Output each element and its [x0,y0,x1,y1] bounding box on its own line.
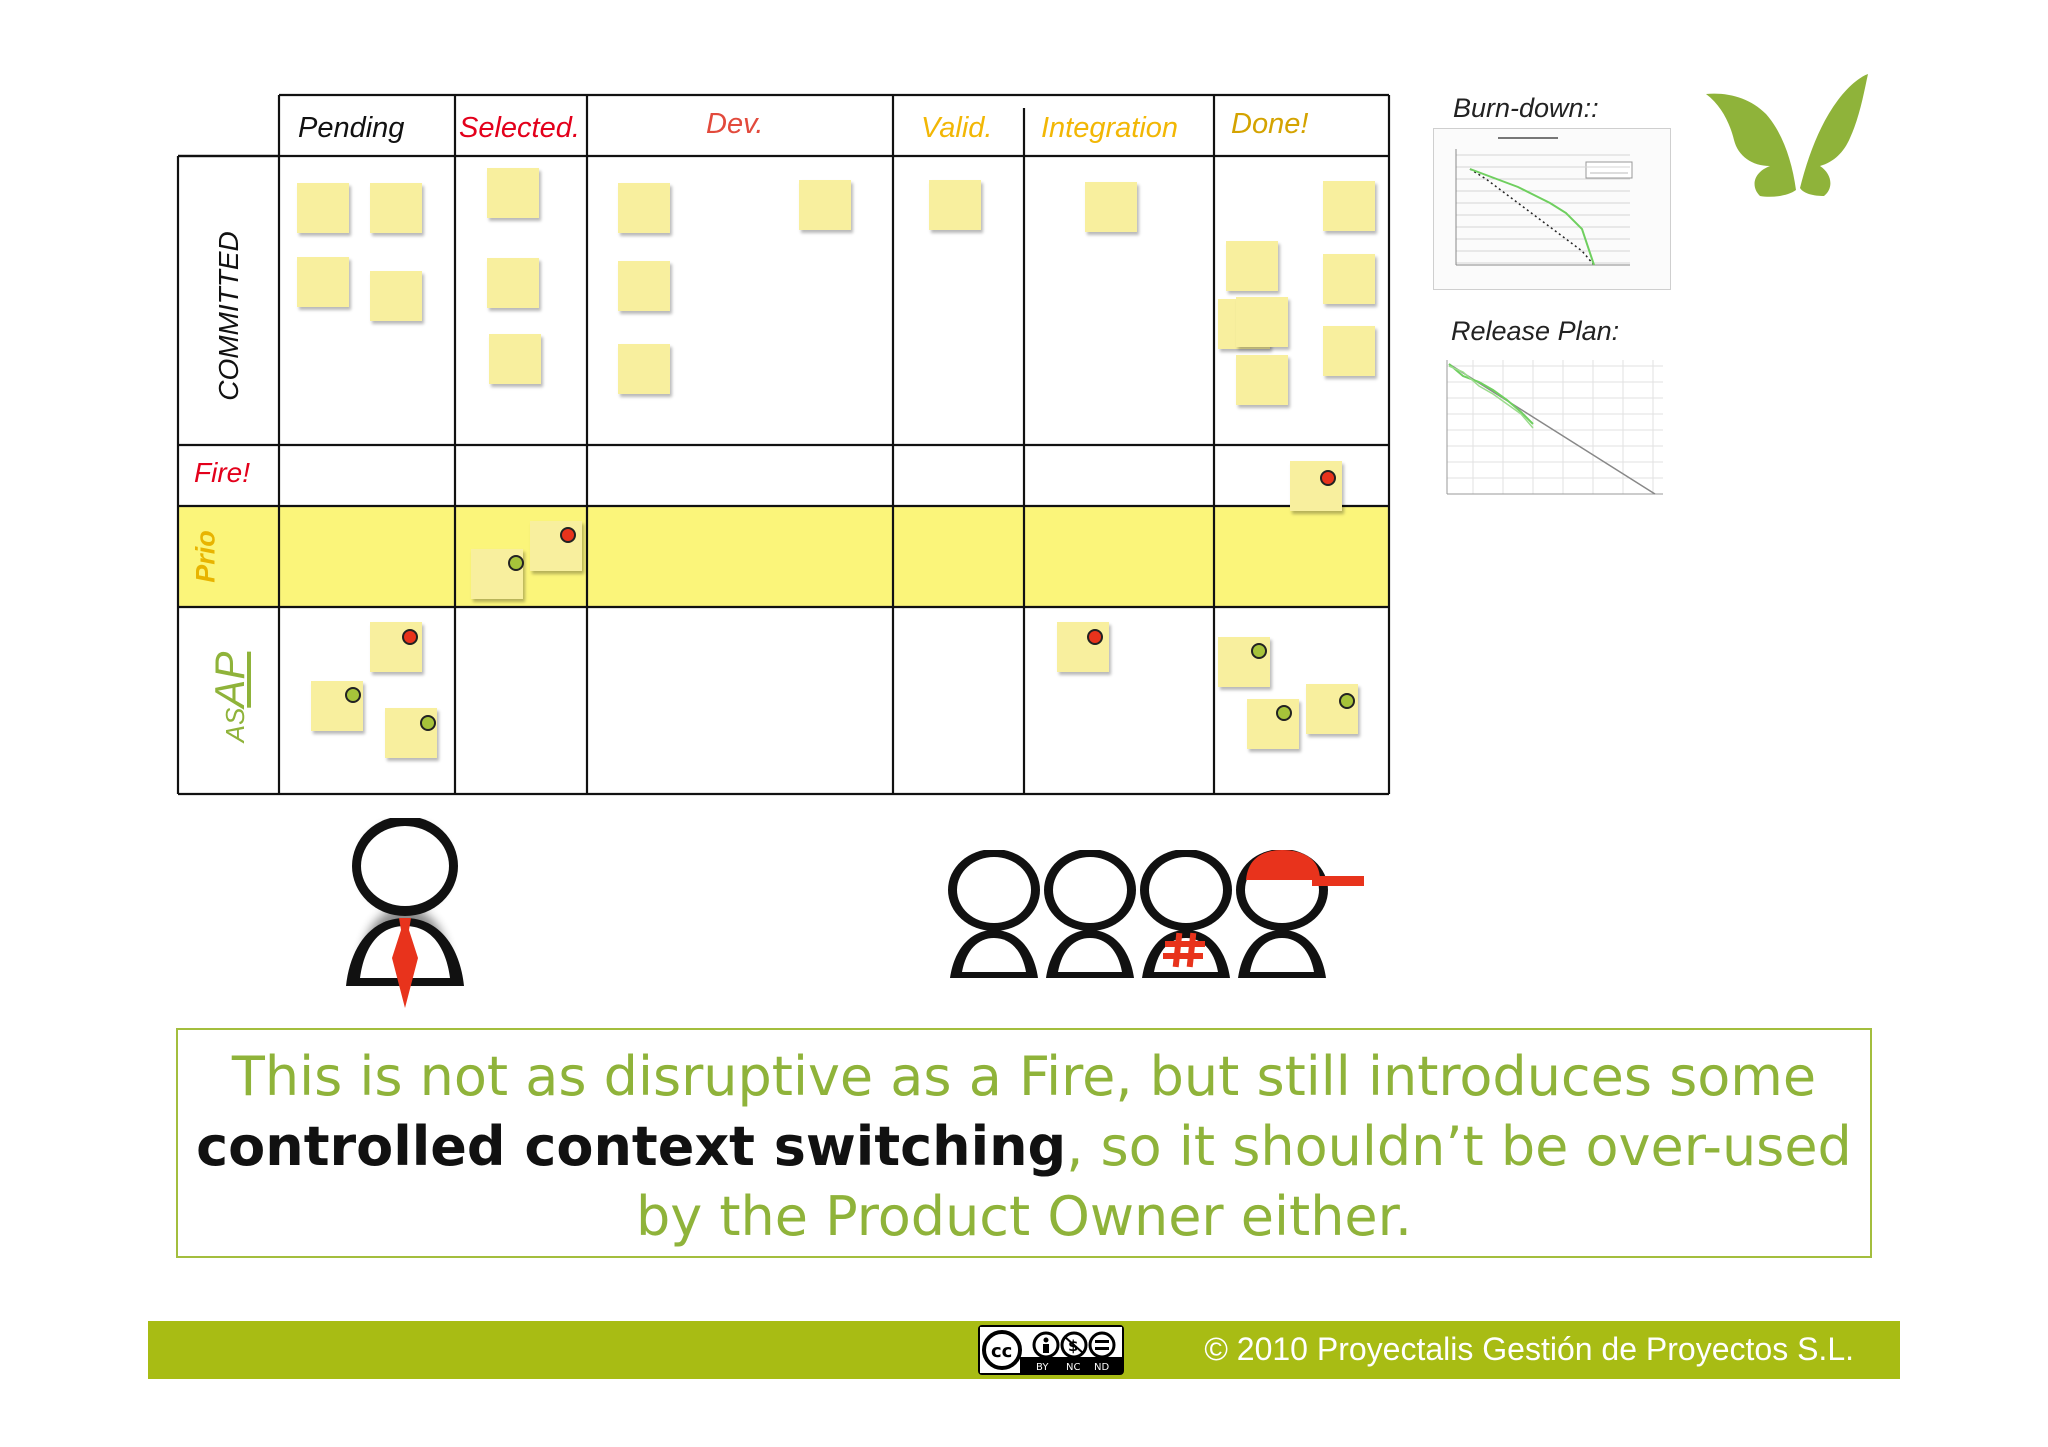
sticky-note[interactable] [370,622,422,672]
cc-license-icon: cc $ BY NC ND [980,1327,1122,1373]
prio-row-highlight [178,506,1388,606]
sticky-note[interactable] [370,271,422,321]
row-label-asap: ASAP [206,637,254,757]
release-plan-chart-thumbnail[interactable] [1433,356,1667,508]
burndown-chart-graphic [1434,129,1670,289]
cc-text: cc [991,1341,1012,1362]
green-dot-icon [345,687,361,703]
sticky-note[interactable] [1323,254,1375,304]
caption-line-2-rest: , so it shouldn’t be over-used [1066,1115,1852,1178]
asap-small-label: AS [220,707,250,743]
row-label-fire: Fire! [194,457,250,488]
sticky-note[interactable] [530,521,582,571]
sticky-note[interactable] [487,168,539,218]
caption-box: This is not as disruptive as a Fire, but… [176,1028,1872,1258]
footer-bar: cc $ BY NC ND © 2010 Proyectalis Gestión… [148,1321,1900,1379]
team-member-figure [948,850,1040,978]
sticky-note[interactable] [1323,181,1375,231]
cc-nd-text: ND [1094,1362,1109,1373]
cc-by-text: BY [1036,1362,1049,1373]
row-label-prio: Prio [190,530,221,583]
butterfly-logo [1706,74,1868,197]
green-dot-icon [1276,705,1292,721]
sticky-note[interactable] [618,261,670,311]
product-owner-figure [346,818,464,1008]
sticky-note[interactable] [1236,355,1288,405]
sticky-note[interactable] [1306,684,1358,734]
burndown-chart-thumbnail[interactable] [1433,128,1671,290]
sticky-note[interactable] [297,183,349,233]
sticky-note[interactable] [1085,182,1137,232]
sticky-note[interactable] [370,183,422,233]
asap-big-label: AP [206,651,253,708]
sticky-note[interactable] [618,344,670,394]
column-header-integration: Integration [1041,112,1179,144]
release-plan-chart-graphic [1446,360,1663,495]
copyright-text: © 2010 Proyectalis Gestión de Proyectos … [1204,1331,1854,1367]
sticky-note[interactable] [311,681,363,731]
green-dot-icon [420,715,436,731]
sticky-note[interactable] [385,708,437,758]
cc-nc-text: NC [1066,1362,1080,1373]
team-figures [948,850,1364,978]
sticky-note[interactable] [1057,622,1109,672]
burndown-title: Burn-down:: [1453,93,1599,123]
sticky-note[interactable] [1247,699,1299,749]
release-plan-title: Release Plan: [1451,316,1620,346]
column-header-done: Done! [1231,108,1309,140]
team-member-figure [1044,850,1136,978]
sticky-note[interactable] [471,549,524,599]
sticky-note[interactable] [799,180,851,230]
column-header-selected: Selected. [459,112,580,144]
red-dot-icon [1087,629,1103,645]
svg-text:$: $ [1068,1337,1078,1355]
green-dot-icon [508,555,524,571]
sticky-note[interactable] [297,257,349,307]
green-dot-icon [1339,693,1355,709]
team-member-figure [1236,850,1364,978]
sticky-note[interactable] [1226,241,1278,291]
sticky-note[interactable] [1236,297,1288,347]
sticky-note[interactable] [1290,461,1342,511]
sticky-note[interactable] [929,180,981,230]
red-dot-icon [1320,470,1336,486]
sticky-note[interactable] [487,258,539,308]
sticky-note[interactable] [1323,326,1375,376]
caption-line-3: by the Product Owner either. [635,1185,1413,1248]
caption-line-2: controlled context switching, so it shou… [178,1112,1870,1182]
team-member-figure [1140,850,1232,978]
caption-line-1: This is not as disruptive as a Fire, but… [231,1045,1817,1108]
column-header-pending: Pending [298,112,405,144]
column-header-valid: Valid. [921,112,993,144]
green-dot-icon [1251,643,1267,659]
caption-bold-phrase: controlled context switching [196,1115,1067,1178]
sticky-note[interactable] [489,334,541,384]
sticky-note[interactable] [618,183,670,233]
sticky-note[interactable] [1218,637,1270,687]
red-dot-icon [402,629,418,645]
row-label-committed: COMMITTED [213,231,244,401]
red-dot-icon [560,527,576,543]
column-header-dev: Dev. [706,108,764,140]
creative-commons-badge[interactable]: cc $ BY NC ND [978,1325,1124,1375]
